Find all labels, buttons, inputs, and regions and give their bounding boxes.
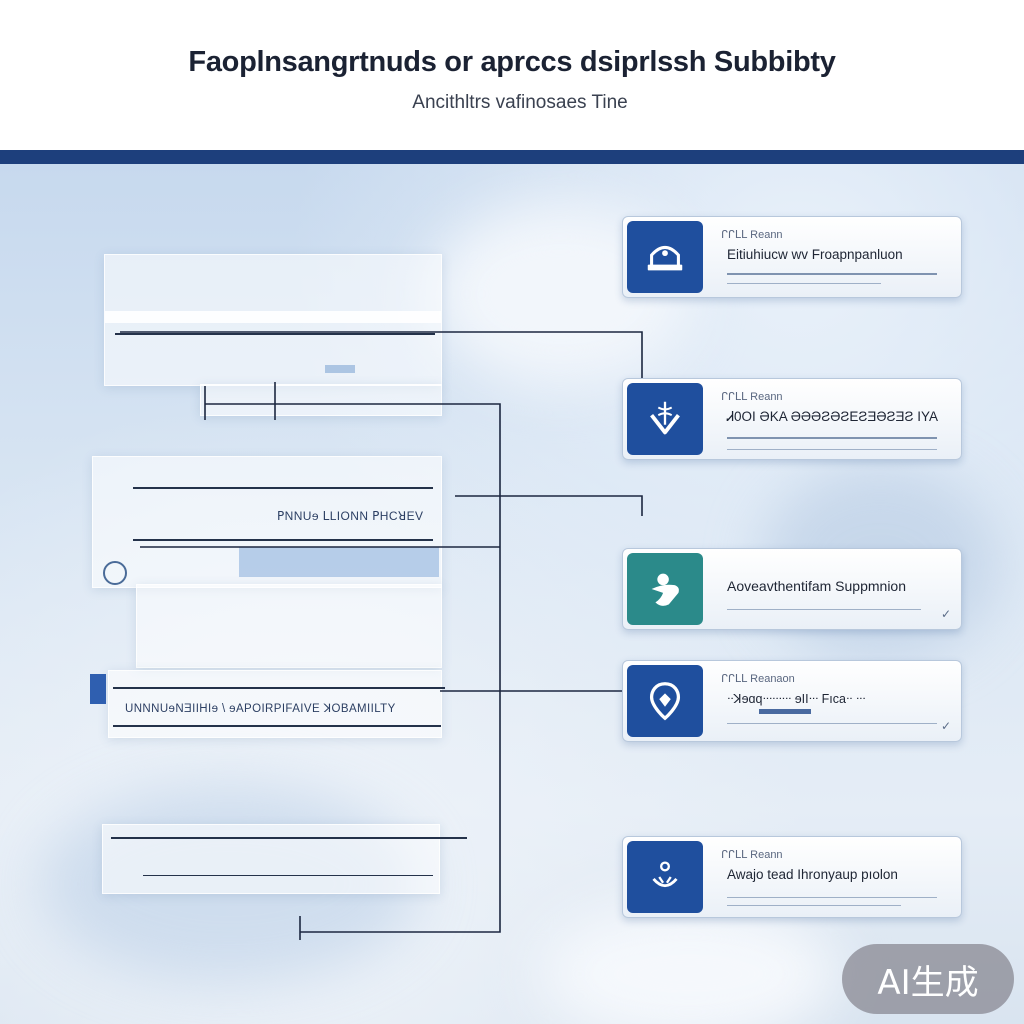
- person-hands-icon: [652, 861, 678, 888]
- card-icon-box: [627, 665, 703, 737]
- left-panel-5: [102, 824, 467, 894]
- step-card-5: ᒋᒋᒪᒪ Reann Awajo tead Ihronyaup pıolon: [622, 836, 962, 918]
- card-icon-box: [627, 383, 703, 455]
- panel-label: ꓑNNUɘ ꓡLIONN ꓑHCꓤEV: [277, 509, 424, 523]
- card-text: Awajo tead Ihronyaup pıolon: [727, 867, 898, 882]
- panel-stroke: [143, 875, 433, 876]
- caduceus-icon: [650, 401, 680, 435]
- check-icon: ✓: [940, 607, 951, 621]
- card-divider: [759, 709, 811, 714]
- panel-stroke: [111, 837, 467, 839]
- card-divider: [727, 897, 937, 898]
- card-divider: [727, 609, 921, 610]
- panel-strip: [105, 311, 441, 323]
- page-title: Faoplnsangrtnuds or aprccs dsiprlssh Sub…: [188, 46, 836, 78]
- care-hand-icon: [651, 573, 679, 606]
- card-divider: [727, 723, 937, 724]
- card-divider: [727, 449, 937, 450]
- card-divider: [727, 905, 901, 906]
- location-pin-icon: [649, 682, 681, 721]
- card-text: Ꮧ0OI ƏKA ƏƏƏƧƏƧEƧƎƏƧƎƧ IYA: [727, 409, 939, 424]
- card-divider: [727, 437, 937, 439]
- connector-line: [120, 331, 643, 392]
- diagram-area: ꓑNNUɘ ꓡLIONN ꓑHCꓤEV UNNNUɘNƎIIHIɘ \ ɘAPO…: [0, 164, 1024, 1024]
- card-icon-box: [627, 553, 703, 625]
- connector-lines: [120, 331, 643, 940]
- panel-label: UNNNUɘNƎIIHIɘ \ ɘAPOIRPIFAIVE ꓘOBAMIILTY: [125, 703, 396, 715]
- card-icon-box: [627, 221, 703, 293]
- panel-stroke: [133, 487, 433, 489]
- card-tag: ᒋᒋᒪᒪ Reann: [721, 849, 783, 861]
- card-tag: ᒋᒋᒪᒪ Reanaon: [721, 673, 795, 685]
- left-panel-1: [104, 254, 442, 386]
- panel-stroke: [113, 725, 441, 727]
- card-divider: [727, 283, 881, 284]
- panel-stroke: [133, 539, 433, 541]
- background-glow: [540, 904, 840, 1024]
- left-panel-2: ꓑNNUɘ ꓡLIONN ꓑHCꓤEV: [92, 456, 442, 588]
- card-icon-box: [627, 841, 703, 913]
- left-panel-4: UNNNUɘNƎIIHIɘ \ ɘAPOIRPIFAIVE ꓘOBAMIILTY: [108, 670, 445, 738]
- panel-stroke: [115, 333, 435, 335]
- panel-bar: [325, 365, 355, 373]
- ring-icon: [103, 561, 127, 585]
- card-text: Eitiuhiucw wv Froapnpanluon: [727, 247, 903, 262]
- left-panel-3: [136, 584, 442, 668]
- check-icon: ✓: [940, 719, 951, 733]
- page-subtitle: Ancithltrs vafinosaes Tine: [412, 92, 628, 113]
- step-card-2: ᒋᒋᒪᒪ Reann Ꮧ0OI ƏKA ƏƏƏƧƏƧEƧƎƏƧƎƧ IYA: [622, 378, 962, 460]
- header-rule: [0, 150, 1024, 164]
- card-text: Aoveavthentifam Suppmnion: [727, 578, 906, 594]
- step-card-3: Aoveavthentifam Suppmnion ✓: [622, 548, 962, 630]
- header: Faoplnsangrtnuds or aprccs dsiprlssh Sub…: [0, 0, 1024, 150]
- connector-line: [455, 495, 643, 516]
- panel-bar: [239, 547, 439, 577]
- accent-tab: [90, 674, 106, 704]
- ai-generated-badge: AI生成: [842, 944, 1014, 1014]
- card-tag: ᒋᒋᒪᒪ Reann: [721, 391, 783, 403]
- card-divider: [727, 273, 937, 275]
- left-panel-1-tail: [200, 384, 442, 416]
- card-text: ᐧᐧꓘɘɑqᐧᐧᐧᐧᐧᐧᐧᐧᐧ ɘIIᐧᐧᐧ Fıcaᐧᐧ ᐧᐧᐧ: [727, 692, 866, 706]
- helmet-icon: [647, 245, 683, 271]
- step-card-1: ᒋᒋᒪᒪ Reann Eitiuhiucw wv Froapnpanluon: [622, 216, 962, 298]
- card-tag: ᒋᒋᒪᒪ Reann: [721, 229, 783, 241]
- panel-stroke: [113, 687, 445, 689]
- step-card-4: ᒋᒋᒪᒪ Reanaon ᐧᐧꓘɘɑqᐧᐧᐧᐧᐧᐧᐧᐧᐧ ɘIIᐧᐧᐧ Fıca…: [622, 660, 962, 742]
- connector-line: [205, 403, 501, 933]
